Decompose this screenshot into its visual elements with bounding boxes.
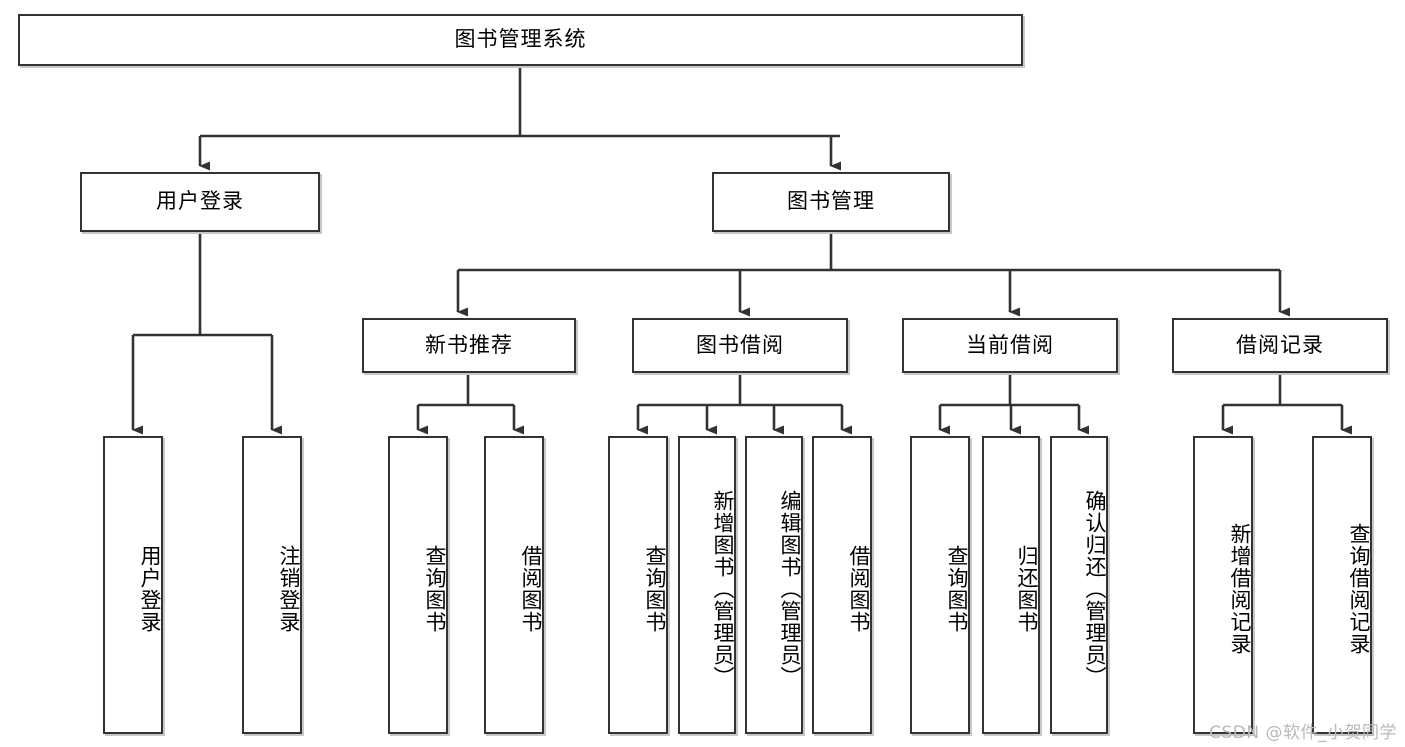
node-label: 借阅记录 xyxy=(1236,332,1324,357)
node-label: 注销登录 xyxy=(277,545,301,633)
node-label: 新增图书（管理员） xyxy=(711,490,735,688)
node-label: 查询图书 xyxy=(945,545,969,633)
node-borrow-record[interactable]: 借阅记录 xyxy=(1172,318,1388,373)
node-leaf-return-book[interactable]: 归还图书 xyxy=(982,436,1040,734)
node-label: 图书管理系统 xyxy=(454,27,587,52)
node-leaf-edit-book-admin[interactable]: 编辑图书（管理员） xyxy=(745,436,803,734)
node-label: 确认归还（管理员） xyxy=(1083,490,1107,688)
node-user-login[interactable]: 用户登录 xyxy=(80,172,320,232)
node-leaf-add-book-admin[interactable]: 新增图书（管理员） xyxy=(678,436,736,734)
node-leaf-borrow-book-recommend[interactable]: 借阅图书 xyxy=(484,436,544,734)
node-leaf-add-borrow-record[interactable]: 新增借阅记录 xyxy=(1193,436,1253,734)
node-label: 借阅图书 xyxy=(519,545,543,633)
node-current-borrow[interactable]: 当前借阅 xyxy=(902,318,1118,373)
node-label: 查询借阅记录 xyxy=(1347,523,1371,655)
node-leaf-query-book-recommend[interactable]: 查询图书 xyxy=(388,436,448,734)
node-new-book-recommend[interactable]: 新书推荐 xyxy=(362,318,576,373)
node-label: 借阅图书 xyxy=(847,545,871,633)
node-leaf-borrow-book[interactable]: 借阅图书 xyxy=(812,436,872,734)
watermark: CSDN @软件_小贺同学 xyxy=(1209,723,1397,743)
node-label: 查询图书 xyxy=(423,545,447,633)
node-label: 新增借阅记录 xyxy=(1228,523,1252,655)
node-label: 用户登录 xyxy=(156,189,244,214)
node-leaf-query-book-borrow[interactable]: 查询图书 xyxy=(608,436,668,734)
node-label: 当前借阅 xyxy=(966,332,1054,357)
node-leaf-confirm-return-admin[interactable]: 确认归还（管理员） xyxy=(1050,436,1108,734)
node-leaf-logout[interactable]: 注销登录 xyxy=(242,436,302,734)
node-leaf-query-book-current[interactable]: 查询图书 xyxy=(910,436,970,734)
node-book-manage[interactable]: 图书管理 xyxy=(712,172,950,232)
node-leaf-user-login[interactable]: 用户登录 xyxy=(103,436,163,734)
node-book-borrow[interactable]: 图书借阅 xyxy=(632,318,848,373)
node-root-book-management-system[interactable]: 图书管理系统 xyxy=(18,14,1023,66)
node-label: 图书借阅 xyxy=(696,332,784,357)
node-label: 归还图书 xyxy=(1015,545,1039,633)
node-label: 图书管理 xyxy=(787,189,875,214)
node-label: 查询图书 xyxy=(643,545,667,633)
node-label: 用户登录 xyxy=(138,545,162,633)
node-label: 新书推荐 xyxy=(425,332,513,357)
node-label: 编辑图书（管理员） xyxy=(778,490,802,688)
node-leaf-query-borrow-record[interactable]: 查询借阅记录 xyxy=(1312,436,1372,734)
